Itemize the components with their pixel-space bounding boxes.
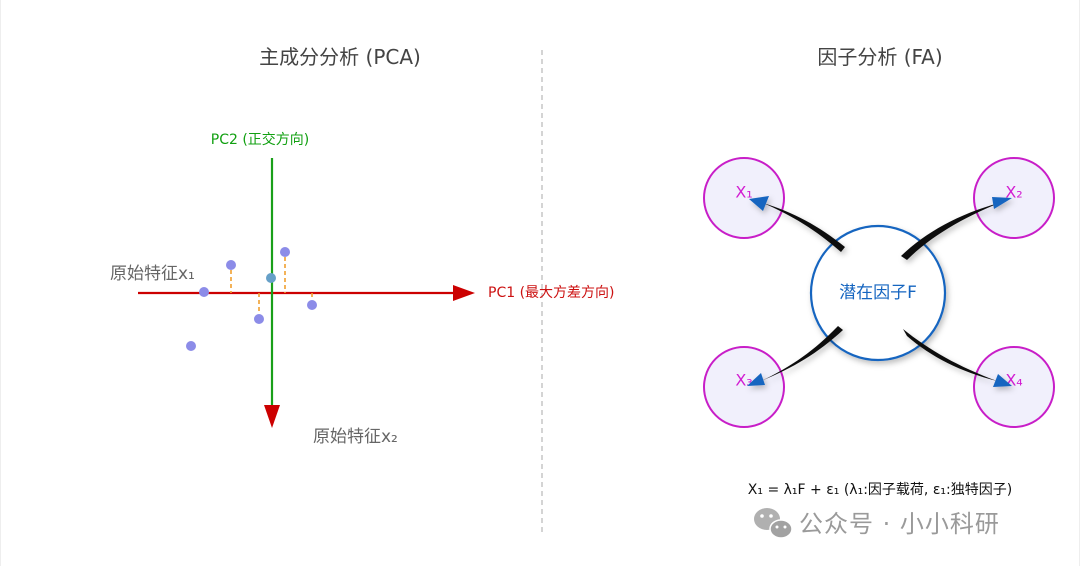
observed-node-x3 [703,346,785,428]
wechat-icon [754,508,793,539]
pc1-label: PC1 (最大方差方向) [488,285,615,301]
observed-label-x3: X₃ [735,371,752,390]
feature-x2-label: 原始特征x₂ [313,427,398,447]
latent-factor-label: 潜在因子F [839,283,917,303]
loading-arrow-x3 [761,326,843,381]
data-point [199,287,209,297]
watermark-text: 公众号 · 小小科研 [799,510,1000,538]
feature-x1-label: 原始特征x₁ [110,264,195,284]
observed-node-x4 [973,346,1055,428]
observed-node-x2 [973,157,1055,239]
fa-formula: X₁ = λ₁F + ε₁ (λ₁:因子载荷, ε₁:独特因子) [748,482,1012,498]
observed-label-x4: X₄ [1005,371,1022,390]
data-point [266,273,276,283]
data-point [226,260,236,270]
latent-factor-node [809,224,947,362]
pca-data-points [186,247,317,351]
loading-arrowhead-x2 [992,197,1012,209]
data-point [186,341,196,351]
loading-arrow-x1 [763,203,845,252]
pc2-arrowhead [264,405,280,428]
observed-label-x2: X₂ [1005,183,1022,202]
loading-arrows [747,196,1012,387]
loading-arrowhead-x1 [749,196,769,211]
loading-arrowhead-x4 [993,374,1012,387]
pc2-label: PC2 (正交方向) [211,131,310,148]
data-point [280,247,290,257]
pca-title: 主成分分析 (PCA) [259,45,421,69]
loading-arrowhead-x3 [747,373,765,386]
observed-node-x1 [703,157,785,239]
projection-lines [230,257,313,314]
fa-title: 因子分析 (FA) [817,45,942,69]
data-point [254,314,264,324]
pc1-arrowhead [453,285,475,301]
data-point [307,300,317,310]
watermark: 公众号 · 小小科研 [754,508,1000,539]
loading-arrow-x2 [901,203,999,260]
observed-label-x1: X₁ [735,183,752,202]
